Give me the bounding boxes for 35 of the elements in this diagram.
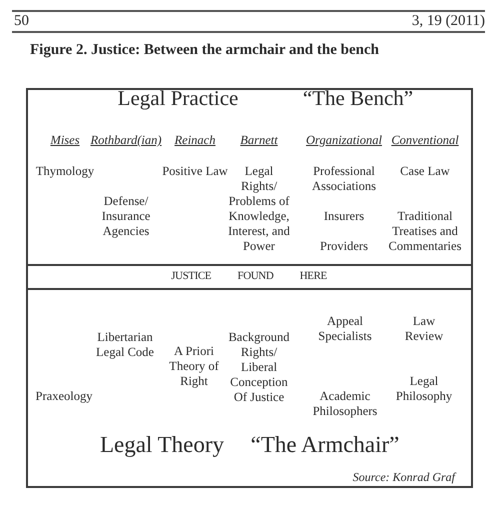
top-panel (26, 88, 473, 266)
section-heading: Legal Theory (100, 433, 224, 457)
term-label: Traditional Treatises and Commentaries (388, 209, 462, 254)
term-label: Positive Law (162, 164, 228, 179)
band-label: JUSTICE FOUND HERE (171, 270, 327, 283)
column-heading: Conventional (391, 133, 459, 147)
term-label: Legal Philosophy (396, 374, 452, 404)
source-credit: Source: Konrad Graf (352, 470, 455, 484)
term-label: A Priori Theory of Right (169, 344, 219, 389)
section-heading: Legal Practice (118, 87, 238, 109)
column-heading: Organizational (306, 133, 382, 147)
term-label: Professional Associations (312, 164, 376, 194)
term-label: Background Rights/ Liberal Conception Of Justice (228, 330, 290, 405)
term-label: Law Review (404, 314, 444, 344)
middle-band (26, 264, 473, 290)
term-label: Thymology (36, 164, 94, 179)
running-head: 3, 19 (2011) (412, 13, 485, 30)
figure-title: Figure 2. Justice: Between the armchair and the bench (30, 42, 379, 59)
term-label: Academic Philosophers (312, 389, 378, 419)
term-label: Praxeology (36, 389, 92, 404)
term-label: Insurers (324, 209, 364, 224)
term-label: Providers (320, 239, 368, 254)
section-heading: “The Bench” (302, 87, 414, 109)
term-label: Legal Rights/ Problems of Knowledge, Interest, and Power (228, 164, 290, 254)
page-number: 50 (14, 13, 29, 30)
column-heading: Reinach (174, 133, 216, 147)
column-heading: Barnett (240, 133, 278, 147)
column-heading: Mises (50, 133, 80, 147)
section-heading: “The Armchair” (250, 433, 400, 457)
term-label: Case Law (400, 164, 450, 179)
bottom-panel (26, 288, 473, 488)
column-heading: Rothbard(ian) (90, 133, 162, 147)
term-label: Libertarian Legal Code (96, 330, 154, 360)
term-label: Defense/ Insurance Agencies (102, 194, 150, 239)
term-label: Appeal Specialists (318, 314, 372, 344)
